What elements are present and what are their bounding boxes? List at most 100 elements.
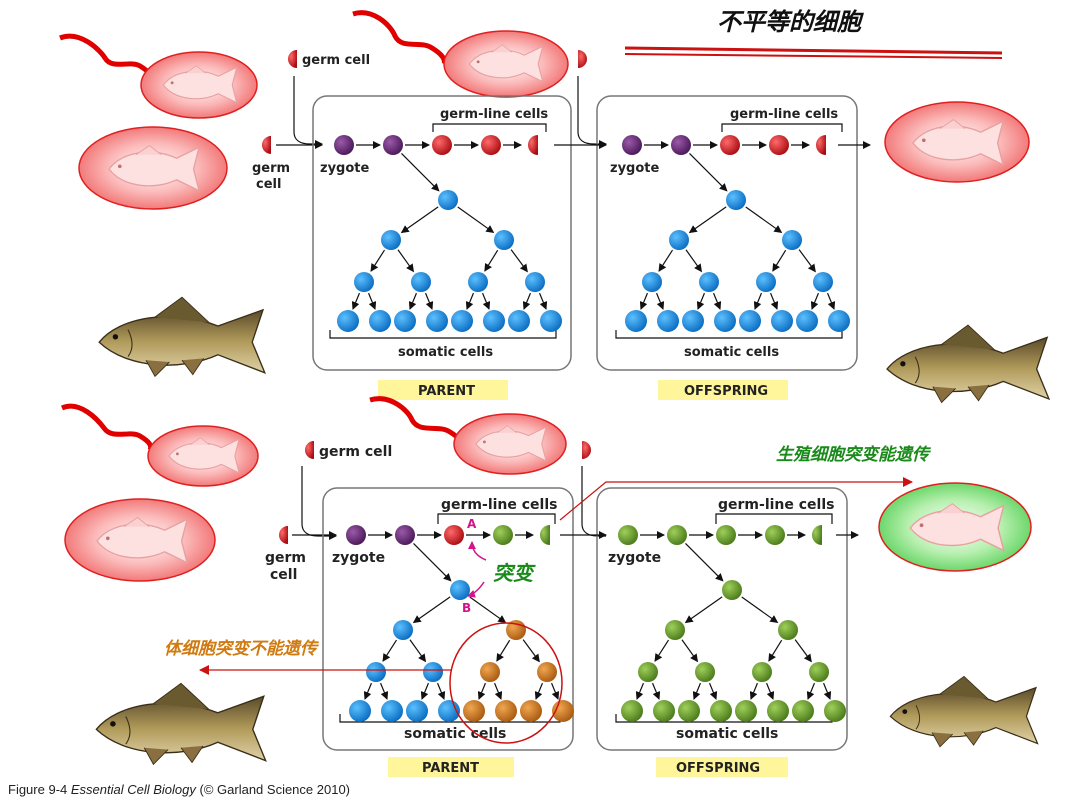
egg-oval-top-4 bbox=[884, 101, 1030, 183]
lineage-arrow bbox=[696, 292, 706, 310]
germline-cell bbox=[716, 525, 736, 545]
carp-fish-top-left bbox=[98, 296, 266, 378]
somatic-cell bbox=[483, 310, 505, 332]
lineage-arrow bbox=[769, 292, 779, 310]
germ-cell-top-half bbox=[288, 50, 297, 68]
lineage-arrow bbox=[681, 639, 699, 663]
offspring-tag-bg-top bbox=[658, 380, 788, 400]
zygote-label-offspring-bottom: zygote bbox=[608, 550, 661, 566]
mutant-fish-oval bbox=[878, 482, 1032, 572]
caption-book: Essential Cell Biology bbox=[70, 782, 196, 797]
somatic-cell bbox=[695, 662, 715, 682]
germline-heritable-label: 生殖细胞突变能遗传 bbox=[776, 445, 931, 465]
cell-lineage-offspring-top bbox=[622, 135, 850, 332]
caption-prefix: Figure 9-4 bbox=[8, 782, 68, 797]
lineage-arrow bbox=[550, 682, 560, 700]
sperm-tail-bottom-left bbox=[60, 403, 154, 452]
parent-box-top bbox=[312, 95, 572, 371]
germ-cell-bottom-half bbox=[305, 441, 314, 459]
germline-label-offspring-bottom: germ-line cells bbox=[718, 497, 834, 513]
somatic-cell bbox=[809, 662, 829, 682]
somatic-label-parent-bottom: somatic cells bbox=[404, 726, 506, 742]
germ-cell-arrow-top bbox=[293, 76, 323, 148]
germ-cell-left-top bbox=[262, 136, 271, 154]
lineage-arrow bbox=[658, 249, 674, 272]
lineage-arrow bbox=[639, 292, 649, 310]
somatic-cell bbox=[354, 272, 374, 292]
offspring-box-bottom bbox=[596, 487, 848, 751]
somatic-cell bbox=[735, 700, 757, 722]
somatic-cell bbox=[394, 310, 416, 332]
cell-lineage-parent-bottom bbox=[346, 525, 574, 722]
somatic-cell bbox=[767, 700, 789, 722]
zygote-label-parent-bottom: zygote bbox=[332, 550, 385, 566]
lineage-arrow bbox=[522, 639, 540, 663]
mutation-b-label: B bbox=[462, 601, 471, 615]
lineage-arrow bbox=[477, 682, 487, 700]
lineage-arrow bbox=[798, 249, 816, 273]
lineage-arrow bbox=[822, 682, 832, 700]
germline-bracket-offspring-top bbox=[721, 123, 843, 132]
lineage-arrow bbox=[741, 596, 779, 624]
lineage-arrow bbox=[810, 292, 820, 310]
germline-heritable-arrow bbox=[559, 477, 913, 521]
zygote-daughter-cell bbox=[671, 135, 691, 155]
somatic-cell bbox=[739, 310, 761, 332]
offspring-tag-bg-bottom bbox=[656, 757, 788, 777]
egg-oval-bottom-2 bbox=[64, 498, 216, 582]
somatic-cell bbox=[349, 700, 371, 722]
somatic-cell bbox=[642, 272, 662, 292]
zygote-cell bbox=[622, 135, 642, 155]
somatic-cell bbox=[381, 700, 403, 722]
offspring-box-top bbox=[596, 95, 858, 371]
lineage-arrow bbox=[635, 682, 645, 700]
zygote-cell bbox=[618, 525, 638, 545]
lineage-arrow bbox=[768, 639, 783, 662]
somatic-cell bbox=[537, 662, 557, 682]
somatic-cell bbox=[756, 272, 776, 292]
somatic-cell bbox=[381, 230, 401, 250]
lineage-arrow bbox=[689, 153, 728, 192]
somatic-cell bbox=[621, 700, 643, 722]
somatic-cell bbox=[393, 620, 413, 640]
lineage-arrow bbox=[772, 249, 787, 272]
lineage-arrow bbox=[749, 682, 759, 700]
zygote-daughter-cell bbox=[667, 525, 687, 545]
lineage-arrow bbox=[745, 206, 783, 234]
cell-lineage-parent-top bbox=[334, 135, 562, 332]
germline-label-parent-top: germ-line cells bbox=[440, 107, 548, 122]
lineage-arrow bbox=[481, 292, 491, 310]
lineage-arrow bbox=[496, 639, 511, 662]
germ-cell-left-bottom bbox=[279, 526, 288, 544]
somatic-cell bbox=[699, 272, 719, 292]
lineage-arrow bbox=[363, 682, 373, 700]
somatic-cell bbox=[451, 310, 473, 332]
somatic-cell bbox=[426, 310, 448, 332]
somatic-cell bbox=[525, 272, 545, 292]
lineage-arrow bbox=[651, 682, 661, 700]
somatic-cell bbox=[366, 662, 386, 682]
somatic-cell bbox=[438, 190, 458, 210]
lineage-arrow bbox=[753, 292, 763, 310]
cell-lineage-offspring-bottom bbox=[618, 525, 846, 722]
lineage-arrow bbox=[806, 682, 816, 700]
egg-oval-bottom-3 bbox=[453, 413, 567, 475]
germline-cell bbox=[769, 135, 789, 155]
germline-cell bbox=[481, 135, 501, 155]
lineage-arrow bbox=[370, 249, 386, 272]
egg-oval-top-2 bbox=[78, 126, 228, 210]
germ-cell-label-top: germ cell bbox=[302, 53, 370, 68]
lineage-arrow bbox=[688, 206, 727, 234]
offspring-tag-bottom: OFFSPRING bbox=[676, 761, 760, 776]
sperm-tail-top-left bbox=[59, 33, 154, 82]
lineage-arrow bbox=[409, 639, 427, 663]
germline-cell bbox=[493, 525, 513, 545]
somatic-cell bbox=[337, 310, 359, 332]
zygote-cell bbox=[334, 135, 354, 155]
somatic-cell bbox=[678, 700, 700, 722]
somatic-cell bbox=[495, 700, 517, 722]
mutation-label-bg bbox=[490, 556, 572, 590]
lineage-arrow bbox=[382, 639, 398, 662]
somatic-cell bbox=[450, 580, 470, 600]
